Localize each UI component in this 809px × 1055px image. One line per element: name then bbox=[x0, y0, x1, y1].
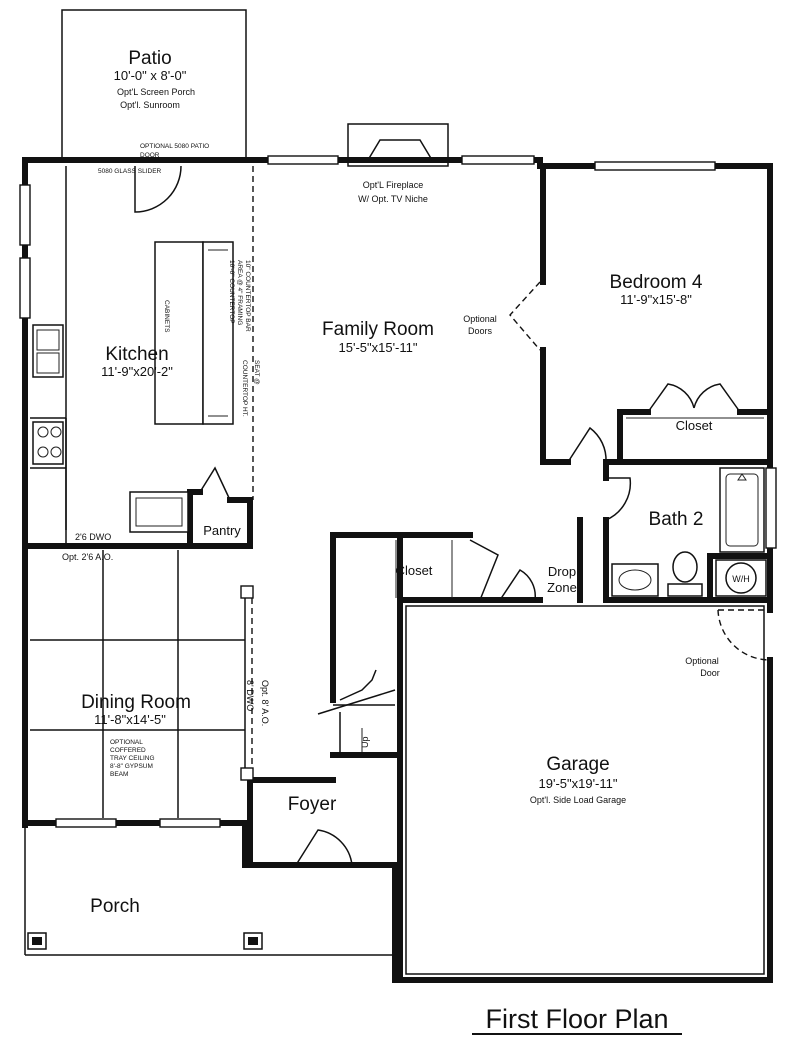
plan-title: First Floor Plan bbox=[485, 1004, 668, 1034]
foyer-label: Foyer bbox=[288, 794, 337, 815]
garage-note: Opt'l. Side Load Garage bbox=[530, 795, 626, 805]
bath-vanity bbox=[611, 563, 659, 597]
patio-note-sunroom: Opt'l. Sunroom bbox=[120, 100, 180, 110]
porch: Porch bbox=[24, 825, 395, 956]
hall-closet: Closet bbox=[395, 539, 536, 601]
garage: Garage 19'-5"x19'-11" Opt'l. Side Load G… bbox=[405, 605, 765, 975]
tray-note-2: COFFERED bbox=[110, 747, 146, 754]
stairs: Up bbox=[317, 669, 396, 755]
windows bbox=[19, 155, 777, 828]
patio-slider-door bbox=[134, 165, 182, 213]
seat-note: SEAT @ bbox=[253, 360, 260, 385]
garage-label: Garage bbox=[546, 754, 609, 775]
optional-garage-door bbox=[717, 609, 771, 661]
kitchen-sink bbox=[32, 324, 64, 378]
optional-doors-note: Optional bbox=[463, 314, 497, 324]
bedroom-4-label: Bedroom 4 bbox=[610, 272, 703, 293]
bath-2: Bath 2 W/H bbox=[605, 467, 767, 597]
tv-niche-note: W/ Opt. TV Niche bbox=[358, 194, 428, 204]
kitchen-range bbox=[32, 421, 64, 465]
kitchen-dwo-note: 2'6 DWO bbox=[75, 532, 111, 542]
patio-door-note-2: DOOR bbox=[140, 152, 160, 159]
dining-room: Dining Room 11'-8"x14'-5" 8' DWO Opt. 8'… bbox=[30, 550, 270, 818]
garage-dims: 19'-5"x19'-11" bbox=[539, 776, 618, 791]
fireplace bbox=[347, 123, 449, 167]
optional-doors-note-2: Doors bbox=[468, 326, 493, 336]
patio-note-screen-porch: Opt'L Screen Porch bbox=[117, 87, 195, 97]
fireplace-note: Opt'L Fireplace bbox=[363, 180, 423, 190]
stairs-up-label: Up bbox=[360, 736, 370, 748]
framing-note: AREA @ 4" FRAMING bbox=[236, 260, 243, 325]
countertop-ht-note: COUNTERTOP HT. bbox=[241, 360, 248, 417]
dining-room-label: Dining Room bbox=[81, 692, 191, 713]
front-door bbox=[295, 829, 353, 866]
family-room: Opt'L Fireplace W/ Opt. TV Niche Family … bbox=[322, 123, 541, 355]
refrigerator bbox=[129, 491, 189, 533]
bedroom-closet-label: Closet bbox=[676, 418, 713, 433]
dining-dwo-note: 8' DWO bbox=[245, 680, 255, 711]
patio-label: Patio bbox=[128, 48, 171, 69]
countertop-note: 10'-0" COUNTERTOP bbox=[228, 260, 235, 324]
drop-zone-label-2: Zone bbox=[547, 580, 577, 595]
patio-dims: 10'-0" x 8'-0" bbox=[114, 68, 187, 83]
bath-2-label: Bath 2 bbox=[649, 509, 704, 530]
water-heater bbox=[715, 559, 767, 597]
kitchen-island: CABINETS 10" COUNTERTOP BAR AREA @ 4" FR… bbox=[154, 241, 260, 425]
interior-walls bbox=[22, 163, 773, 983]
cabinets-note: CABINETS bbox=[163, 300, 170, 333]
patio-door-note: OPTIONAL 5080 PATIO bbox=[140, 143, 209, 150]
kitchen-dims: 11'-9"x20'-2" bbox=[101, 364, 173, 379]
tray-note-1: OPTIONAL bbox=[110, 739, 143, 746]
optional-door-note: Optional bbox=[685, 656, 719, 666]
drop-zone-label: Drop bbox=[548, 564, 576, 579]
bedroom-4-dims: 11'-9"x15'-8" bbox=[620, 292, 692, 307]
porch-label: Porch bbox=[90, 896, 140, 917]
dining-ao-note: Opt. 8' A.O. bbox=[260, 680, 270, 726]
hall-closet-label: Closet bbox=[396, 563, 433, 578]
optional-door-note-2: Door bbox=[700, 668, 720, 678]
bedroom-4: Bedroom 4 11'-9"x15'-8" Closet bbox=[567, 272, 764, 463]
pantry: Pantry bbox=[199, 466, 241, 538]
glass-slider-note: 5080 GLASS SLIDER bbox=[98, 168, 162, 175]
family-room-dims: 15'-5"x15'-11" bbox=[339, 340, 418, 355]
countertop-bar-note: 10" COUNTERTOP BAR bbox=[244, 260, 251, 332]
bathtub bbox=[719, 467, 765, 553]
water-heater-label: W/H bbox=[732, 574, 750, 584]
dining-room-dims: 11'-8"x14'-5" bbox=[94, 712, 166, 727]
tray-note-4: 8'-8" GYPSUM bbox=[110, 763, 153, 770]
kitchen: CABINETS 10" COUNTERTOP BAR AREA @ 4" FR… bbox=[30, 241, 260, 562]
foyer: Foyer bbox=[288, 794, 353, 866]
family-room-label: Family Room bbox=[322, 319, 434, 340]
tray-note-5: BEAM bbox=[110, 771, 128, 778]
kitchen-label: Kitchen bbox=[105, 344, 168, 365]
pantry-label: Pantry bbox=[203, 523, 241, 538]
toilet bbox=[667, 551, 703, 597]
patio: Patio 10'-0" x 8'-0" Opt'L Screen Porch … bbox=[61, 9, 247, 160]
tray-note-3: TRAY CEILING bbox=[110, 755, 155, 762]
kitchen-ao-note: Opt. 2'6 A.O. bbox=[62, 552, 113, 562]
